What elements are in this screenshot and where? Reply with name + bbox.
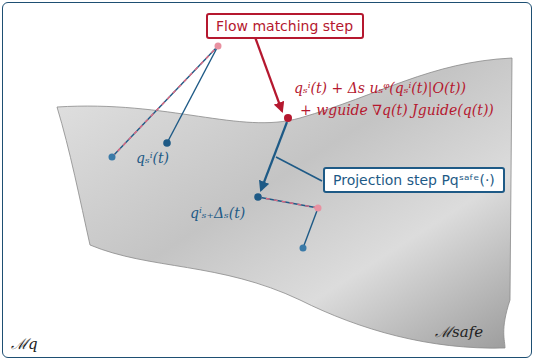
pink-dot: [315, 205, 322, 212]
pink-dot: [215, 43, 222, 50]
red-dot: [284, 114, 292, 122]
projection-leader: [276, 157, 322, 181]
flow-step-arrow: [255, 37, 282, 111]
blue-dot: [163, 139, 171, 147]
flow-update-formula: + wguide ∇q(t) Jguide(q(t)): [300, 102, 494, 118]
flow-update-formula: qₛⁱ(t) + Δs uₛᵠ(qₛⁱ(t)|O(t)): [294, 80, 466, 96]
point-label: qₛⁱ(t): [136, 150, 169, 166]
projection-step-callout: Projection step Pqˢᵃᶠᵉ(·): [323, 167, 505, 193]
node-text: Projection step Pqˢᵃᶠᵉ(·): [333, 172, 495, 188]
trajectory-segment: [258, 197, 318, 208]
trajectory-segment: [112, 46, 218, 157]
trajectory-segment: [303, 208, 318, 248]
safe-manifold-region: ℳsafe: [49, 51, 519, 351]
trajectory-segment: [112, 46, 218, 157]
projection-arrow: [261, 122, 287, 190]
safe-manifold-surface: [57, 58, 512, 348]
trajectory-segment: [258, 197, 318, 208]
trajectory-segment: [167, 46, 218, 143]
node-text: ℳq: [11, 333, 38, 353]
blue-dot: [300, 245, 307, 252]
node-text: ℳsafe: [435, 321, 483, 341]
blue-dot: [254, 193, 262, 201]
node-text: Flow matching step: [216, 18, 354, 34]
flow-step-callout: Flow matching step: [206, 13, 364, 39]
point-label: qⁱₛ₊Δₛ(t): [190, 205, 245, 221]
blue-dot: [109, 154, 116, 161]
